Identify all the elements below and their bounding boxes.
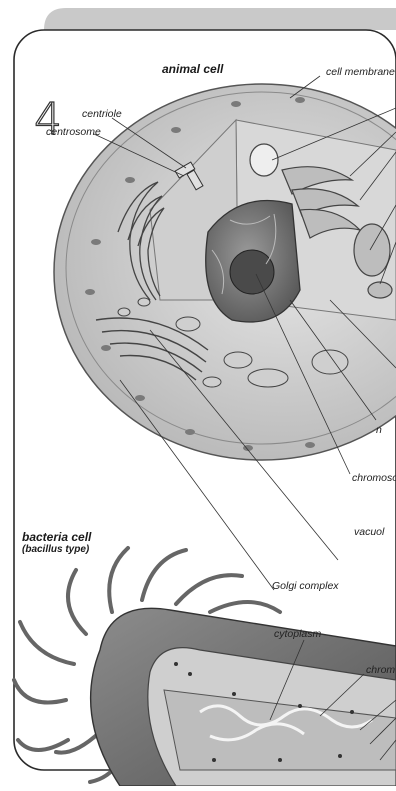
- label-vacuole: vacuol: [354, 526, 384, 538]
- label-cytoplasm: cytoplasm: [274, 628, 321, 640]
- label-bacteria-chromosome: chrom: [366, 664, 395, 676]
- label-centriole: centriole: [82, 108, 122, 120]
- top-tab-band: [44, 8, 396, 30]
- label-nucleolus-partial: n: [376, 424, 382, 436]
- bacteria-cell-subtitle: (bacillus type): [22, 544, 89, 555]
- label-centrosome: centrosome: [46, 126, 101, 138]
- label-chromosome: chromoso: [352, 472, 396, 484]
- label-golgi-complex: Golgi complex: [272, 580, 339, 592]
- animal-cell-title: animal cell: [162, 62, 223, 76]
- bacteria-cell-title: bacteria cell: [22, 530, 91, 544]
- label-cell-membrane: cell membrane: [326, 66, 395, 78]
